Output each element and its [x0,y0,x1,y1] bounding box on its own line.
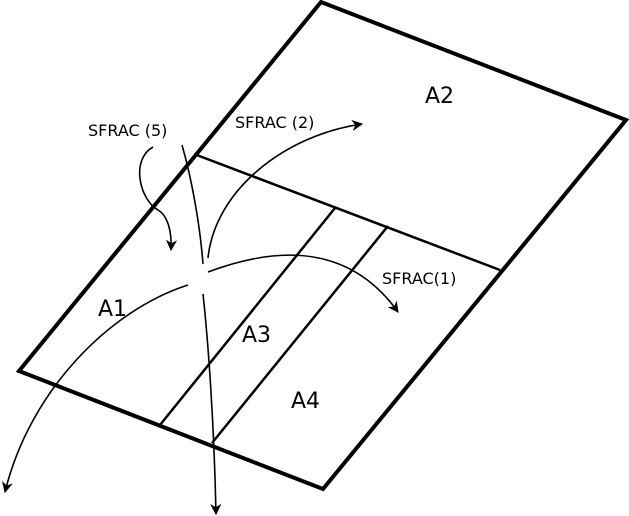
divider-a2-boundary [193,152,501,272]
flow-label-sfrac-5: SFRAC (5) [88,121,167,140]
surface-outline [15,0,629,492]
flow-label-sfrac-2: SFRAC (2) [235,113,314,132]
divider-a1-a3 [159,207,336,426]
region-label-a1: A1 [98,297,127,322]
flow-label-sfrac-1: SFRAC(1) [382,269,456,288]
flow-arrow-sfrac-1 [207,254,399,313]
divider-a3-a4 [211,225,389,444]
flow-arrow-down [202,293,222,516]
flow-line-upward [181,144,204,265]
flow-arrow-sfrac-5 [138,146,178,252]
region-label-a2: A2 [425,84,454,109]
region-label-a4: A4 [291,389,320,414]
region-label-a3: A3 [242,323,271,348]
flow-arrow-down-left [1,284,189,494]
flow-arrow-sfrac-2 [207,119,364,259]
